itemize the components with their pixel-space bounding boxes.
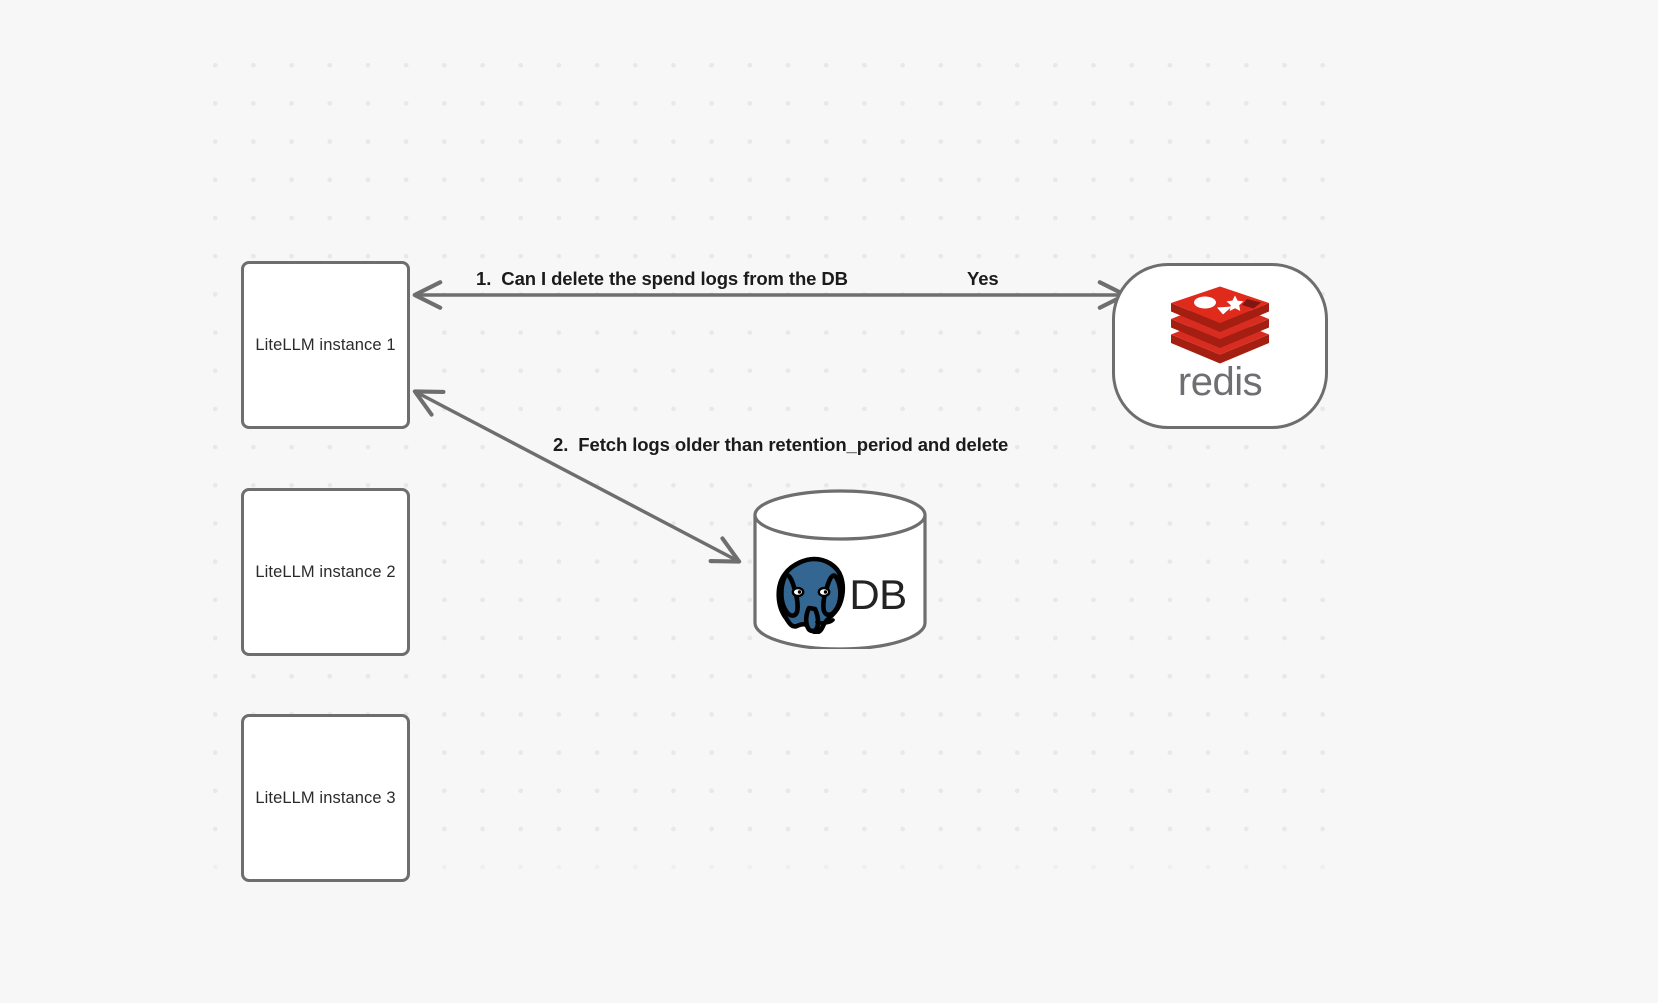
edge-label-2: 2. Fetch logs older than retention_perio… [553,434,1009,455]
edge-label-1-reply: Yes [967,268,999,289]
node-redis[interactable]: redis [1112,263,1328,429]
node-litellm-instance-1-label: LiteLLM instance 1 [255,335,396,354]
node-litellm-instance-2[interactable]: LiteLLM instance 2 [241,488,410,656]
node-litellm-instance-3-label: LiteLLM instance 3 [255,788,396,807]
redis-logo-icon [1171,286,1269,364]
node-database[interactable]: DB [752,489,928,649]
db-logo-and-label: DB [752,541,928,649]
node-litellm-instance-3[interactable]: LiteLLM instance 3 [241,714,410,882]
node-litellm-instance-2-label: LiteLLM instance 2 [255,562,396,581]
svg-text:redis: redis [1178,362,1262,404]
node-litellm-instance-1[interactable]: LiteLLM instance 1 [241,261,410,429]
redis-wordmark-text: redis [1178,362,1263,404]
postgresql-elephant-icon [776,556,846,634]
edge-litellm1-db [412,389,742,564]
edge-label-1: 1. Can I delete the spend logs from the … [476,268,848,289]
db-label: DB [849,571,907,618]
